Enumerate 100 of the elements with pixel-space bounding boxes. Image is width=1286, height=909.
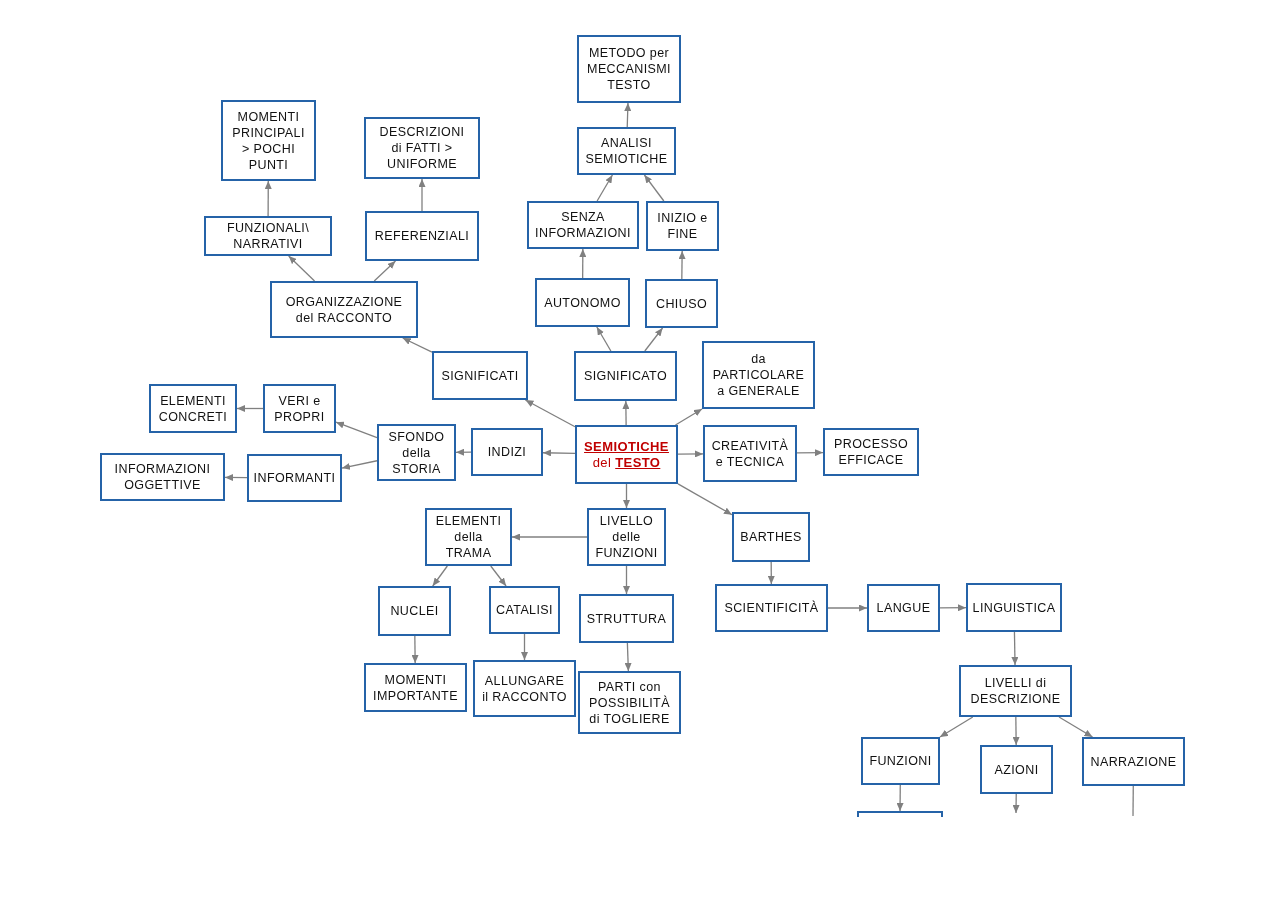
arrow bbox=[264, 180, 272, 217]
arrow bbox=[236, 405, 264, 412]
concept-label: REFERENZIALI bbox=[374, 228, 470, 244]
concept-label: SCIENTIFICITÀ bbox=[724, 600, 819, 616]
concept-label: SIGNIFICATO bbox=[583, 368, 668, 384]
arrow bbox=[341, 460, 378, 470]
arrow bbox=[674, 408, 703, 426]
concept-box bbox=[980, 745, 1053, 794]
arrow bbox=[827, 604, 868, 612]
concept-label: DESCRIZIONI di FATTI > UNIFORME bbox=[379, 124, 465, 172]
arrow bbox=[411, 635, 419, 664]
concept-box bbox=[263, 384, 336, 433]
concept-box bbox=[575, 425, 678, 484]
concept-box bbox=[149, 384, 237, 433]
concept-box bbox=[100, 453, 225, 501]
arrow bbox=[678, 250, 686, 280]
concept-box bbox=[204, 216, 332, 256]
concept-box bbox=[364, 663, 467, 712]
arrow bbox=[511, 533, 588, 541]
concept-box bbox=[715, 584, 828, 632]
concept-label: SEMIOTICHE del TESTO bbox=[584, 438, 669, 471]
arrow bbox=[596, 326, 612, 352]
concept-label: PARTI con POSSIBILITÀ di TOGLIERE bbox=[589, 678, 670, 727]
concept-box bbox=[959, 665, 1072, 717]
concept-box bbox=[867, 584, 940, 632]
arrow bbox=[524, 399, 576, 428]
concept-label: SENZA INFORMAZIONI bbox=[535, 209, 631, 241]
concept-box bbox=[535, 278, 630, 327]
concept-box bbox=[221, 100, 316, 181]
arrow bbox=[1012, 716, 1020, 746]
concept-label: CHIUSO bbox=[656, 295, 707, 312]
concept-box bbox=[732, 512, 810, 562]
concept-box bbox=[473, 660, 576, 717]
concept-label: AZIONI bbox=[994, 761, 1039, 778]
concept-label: SFONDO della STORIA bbox=[388, 428, 445, 477]
concept-box bbox=[489, 586, 560, 634]
empty-box bbox=[857, 811, 943, 817]
arrow bbox=[335, 421, 378, 439]
arrow bbox=[490, 565, 507, 587]
concept-box bbox=[1082, 737, 1185, 786]
concept-box bbox=[247, 454, 342, 502]
concept-label: VERI e PROPRI bbox=[274, 392, 325, 425]
concept-box bbox=[579, 594, 674, 643]
arrow bbox=[623, 565, 630, 595]
concept-label: CREATIVITÀ e TECNICA bbox=[711, 437, 789, 470]
concept-label: LINGUISTICA bbox=[972, 599, 1056, 616]
concept-label: FUNZIONI bbox=[869, 753, 932, 769]
concept-box bbox=[471, 428, 543, 476]
arrow bbox=[796, 449, 824, 457]
concept-label: ANALISI SEMIOTICHE bbox=[585, 135, 668, 167]
concept-box bbox=[270, 281, 418, 338]
concept-label: LIVELLO delle FUNZIONI bbox=[595, 513, 658, 561]
concept-label: SIGNIFICATI bbox=[441, 367, 519, 384]
concept-label: ALLUNGARE il RACCONTO bbox=[482, 672, 567, 705]
arrow bbox=[579, 248, 587, 279]
connector-line bbox=[1132, 785, 1134, 817]
concept-label: LIVELLI di DESCRIZIONE bbox=[970, 675, 1061, 707]
arrow bbox=[767, 561, 775, 585]
concept-box bbox=[646, 201, 719, 251]
concept-box bbox=[861, 737, 940, 785]
concept-box bbox=[574, 351, 677, 401]
concept-box bbox=[425, 508, 512, 566]
arrow bbox=[542, 449, 576, 457]
arrow bbox=[939, 716, 974, 738]
concept-label: LANGUE bbox=[876, 600, 931, 616]
arrow bbox=[624, 102, 632, 128]
arrow bbox=[623, 483, 630, 509]
arrow bbox=[1011, 631, 1019, 666]
concept-box bbox=[966, 583, 1062, 632]
concept-box bbox=[364, 117, 480, 179]
concept-label: da PARTICOLARE a GENERALE bbox=[712, 351, 805, 399]
concept-label: ORGANIZZAZIONE del RACCONTO bbox=[285, 293, 403, 326]
concept-box bbox=[378, 586, 451, 636]
concept-label: INIZIO e FINE bbox=[657, 210, 708, 242]
concept-box bbox=[577, 127, 676, 175]
arrow bbox=[418, 178, 426, 212]
arrow bbox=[643, 174, 665, 202]
concept-label: INDIZI bbox=[487, 444, 527, 460]
concept-box bbox=[823, 428, 919, 476]
concept-label: NARRAZIONE bbox=[1090, 753, 1177, 770]
arrow bbox=[224, 474, 248, 482]
concept-box bbox=[527, 201, 639, 249]
concept-label: AUTONOMO bbox=[544, 294, 621, 311]
arrow bbox=[373, 260, 397, 282]
arrow bbox=[622, 400, 630, 426]
concept-label: FUNZIONALI\ NARRATIVI bbox=[226, 220, 310, 252]
concept-label: INFORMAZIONI OGGETTIVE bbox=[114, 461, 211, 493]
arrow bbox=[521, 633, 528, 661]
concept-label: MOMENTI IMPORTANTE bbox=[373, 671, 458, 704]
arrow bbox=[644, 327, 664, 352]
arrow bbox=[939, 604, 967, 612]
arrow bbox=[596, 174, 614, 202]
concept-box bbox=[645, 279, 718, 328]
concept-label: CATALISI bbox=[496, 602, 553, 618]
concept-label: PROCESSO EFFICACE bbox=[833, 436, 909, 468]
concept-label: MOMENTI PRINCIPALI > POCHI PUNTI bbox=[232, 108, 305, 173]
arrow bbox=[624, 642, 632, 672]
arrow bbox=[896, 784, 904, 812]
concept-label: METODO per MECCANISMI TESTO bbox=[587, 45, 671, 93]
concept-box bbox=[703, 425, 797, 482]
